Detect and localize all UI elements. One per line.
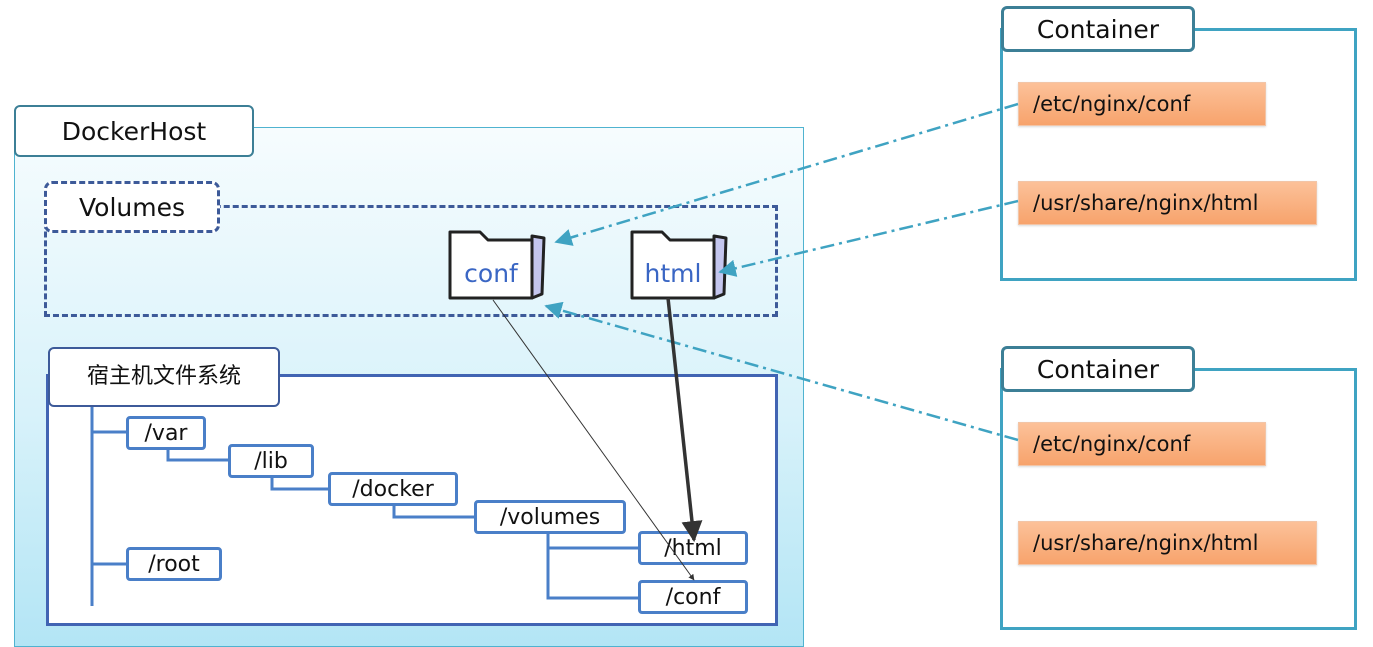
- node-conf: /conf: [638, 580, 748, 614]
- node-docker: /docker: [328, 472, 458, 506]
- node-root: /root: [126, 547, 222, 581]
- html-folder: html: [626, 226, 736, 306]
- conf-folder-label: conf: [464, 258, 518, 288]
- node-html: /html: [638, 531, 748, 565]
- container-1-box: [1000, 28, 1357, 281]
- container-2-box: [1000, 368, 1357, 630]
- volumes-label: Volumes: [44, 181, 220, 233]
- folder-icon: [448, 230, 546, 300]
- container-2-label: Container: [1001, 346, 1195, 392]
- host-fs-label: 宿主机文件系统: [48, 347, 280, 407]
- node-lib: /lib: [228, 444, 314, 478]
- container-1-html-path: /usr/share/nginx/html: [1018, 181, 1317, 225]
- node-volumes: /volumes: [474, 500, 626, 534]
- container-1-conf-path: /etc/nginx/conf: [1018, 82, 1266, 126]
- dockerhost-label: DockerHost: [14, 105, 254, 157]
- container-1-label: Container: [1001, 6, 1195, 52]
- container-2-html-path: /usr/share/nginx/html: [1018, 521, 1317, 565]
- node-var: /var: [126, 416, 206, 450]
- container-2-conf-path: /etc/nginx/conf: [1018, 422, 1266, 466]
- conf-folder: conf: [444, 226, 554, 306]
- html-folder-label: html: [644, 258, 702, 288]
